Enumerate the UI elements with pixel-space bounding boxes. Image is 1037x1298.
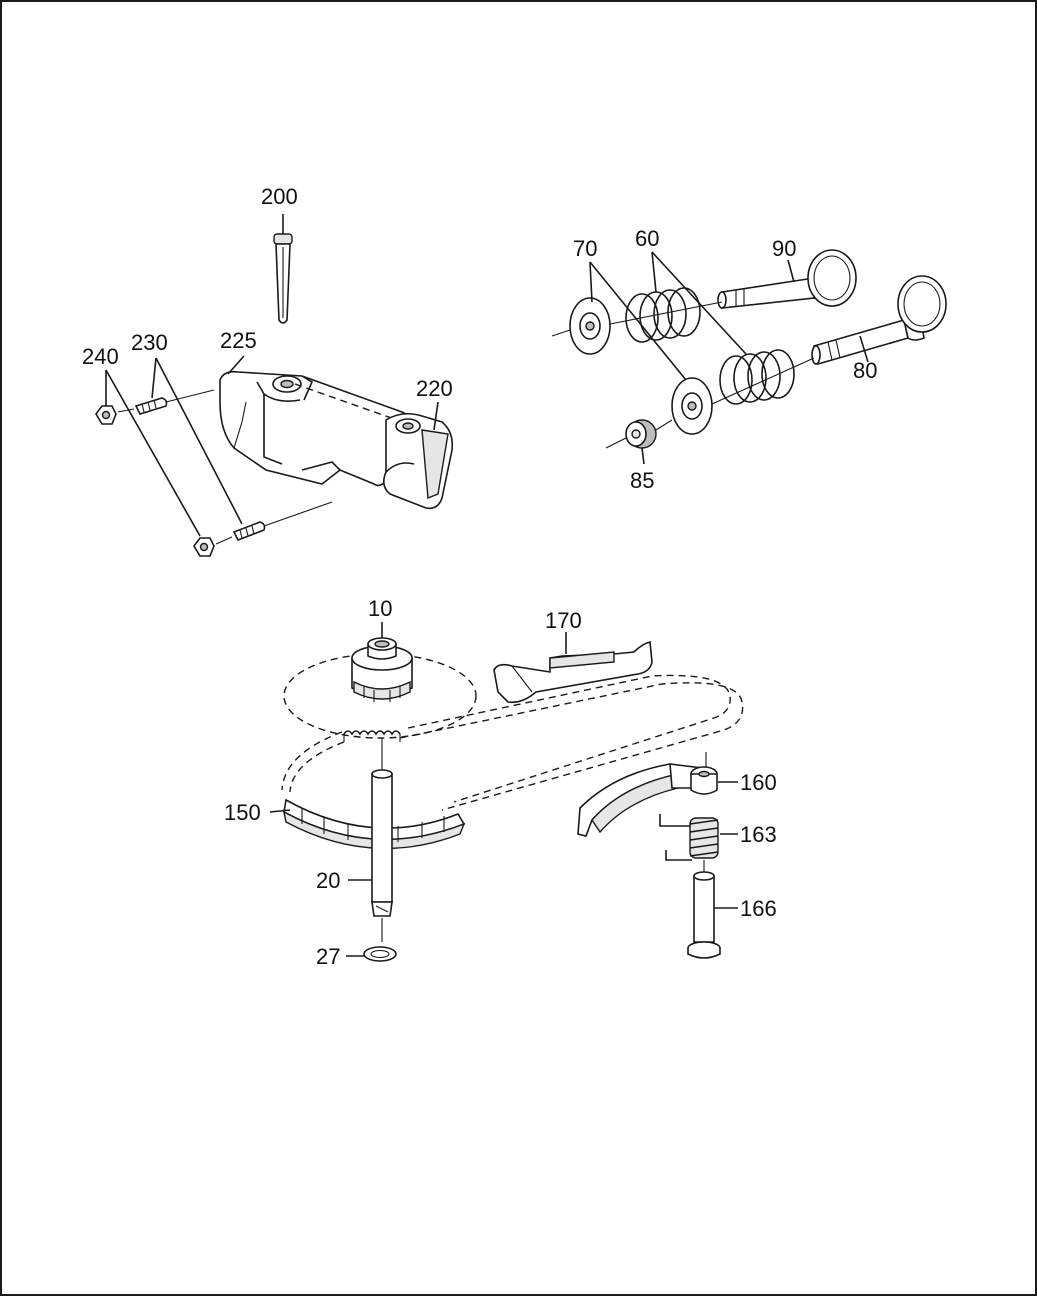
axis-70-center-lower: [711, 357, 815, 405]
valve-90: [717, 249, 857, 309]
axis-230-upper: [165, 389, 215, 403]
pin-166: [687, 860, 721, 959]
leader-70-a: [589, 261, 593, 303]
label-200: 200: [261, 184, 298, 209]
valve-80: [811, 275, 947, 366]
nut-240-lower: [193, 537, 215, 557]
label-166: 166: [740, 896, 777, 921]
sprocket-10: [351, 637, 413, 702]
label-220: 220: [416, 376, 453, 401]
chain-dashed: [281, 674, 744, 811]
bracket-220: [382, 412, 454, 510]
leader-220: [433, 401, 439, 431]
spring-60-upper: [625, 287, 701, 343]
leader-70-b: [589, 261, 687, 381]
label-170: 170: [545, 608, 582, 633]
label-85: 85: [630, 468, 654, 493]
axis-70-center-upper: [609, 301, 723, 325]
label-60: 60: [635, 226, 659, 251]
leader-225: [227, 355, 245, 375]
leader-80: [859, 335, 869, 363]
pin-200: [273, 233, 293, 324]
leader-240-b: [105, 369, 201, 537]
leader-85: [641, 447, 645, 465]
label-230: 230: [131, 330, 168, 355]
seal-85: [625, 419, 657, 449]
label-27: 27: [316, 944, 340, 969]
label-20: 20: [316, 868, 340, 893]
leader-60-b: [651, 251, 747, 355]
leader-60-a: [651, 251, 657, 293]
retainer-70-lower: [671, 377, 713, 435]
dash-225-220: [294, 383, 398, 421]
axis-240-upper: [117, 408, 135, 413]
axis-70-upper: [551, 329, 571, 337]
sprocket-teeth: [343, 730, 401, 742]
label-80: 80: [853, 358, 877, 383]
label-163: 163: [740, 822, 777, 847]
leader-150: [269, 809, 291, 813]
label-150: 150: [224, 800, 261, 825]
axis-240-lower: [215, 536, 233, 545]
retainer-70-upper: [569, 297, 611, 355]
label-10: 10: [368, 596, 392, 621]
leader-90: [787, 259, 795, 283]
guide-170: [493, 640, 653, 704]
axis-230-lower: [263, 501, 333, 527]
label-240: 240: [82, 344, 119, 369]
axis-85-b: [655, 419, 673, 431]
label-160: 160: [740, 770, 777, 795]
label-90: 90: [772, 236, 796, 261]
leader-230-a: [151, 357, 157, 399]
bracket-225: [219, 370, 423, 487]
leader-230-b: [155, 357, 243, 525]
spring-163: [659, 814, 719, 861]
stud-230-lower: [232, 521, 266, 542]
label-225: 225: [220, 328, 257, 353]
guide-150: [283, 798, 466, 850]
tensioner-pivot-160: [690, 752, 718, 795]
nut-240-upper: [95, 405, 117, 425]
axis-85: [605, 437, 627, 449]
spring-60-lower: [719, 349, 795, 405]
shaft-20: [371, 738, 393, 917]
label-70: 70: [573, 236, 597, 261]
washer-27: [363, 918, 397, 962]
stud-230-upper: [134, 397, 168, 415]
